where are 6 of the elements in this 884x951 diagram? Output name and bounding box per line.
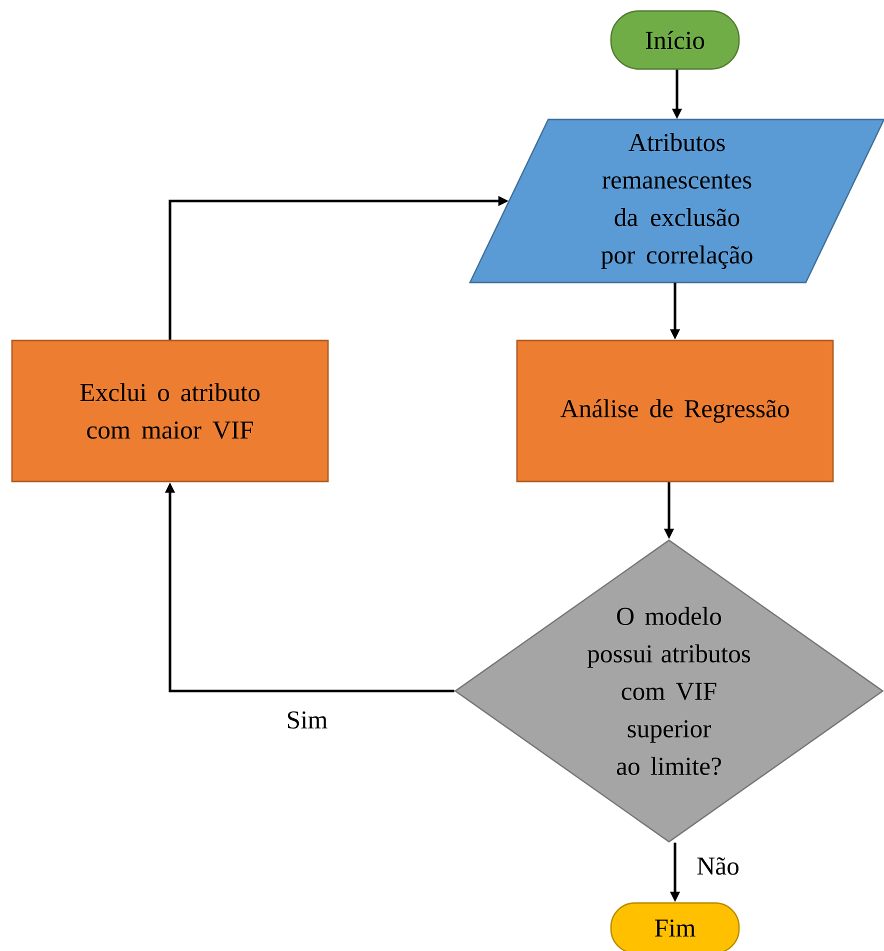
process-box: Exclui o atributo com maior VIF	[11, 340, 329, 482]
edge-label: Não	[695, 856, 741, 876]
edge-label: Sim	[285, 710, 329, 730]
process-box: Análise de Regressão	[516, 340, 834, 482]
end-terminal: Fim	[610, 902, 740, 951]
start-terminal: Início	[610, 10, 740, 70]
